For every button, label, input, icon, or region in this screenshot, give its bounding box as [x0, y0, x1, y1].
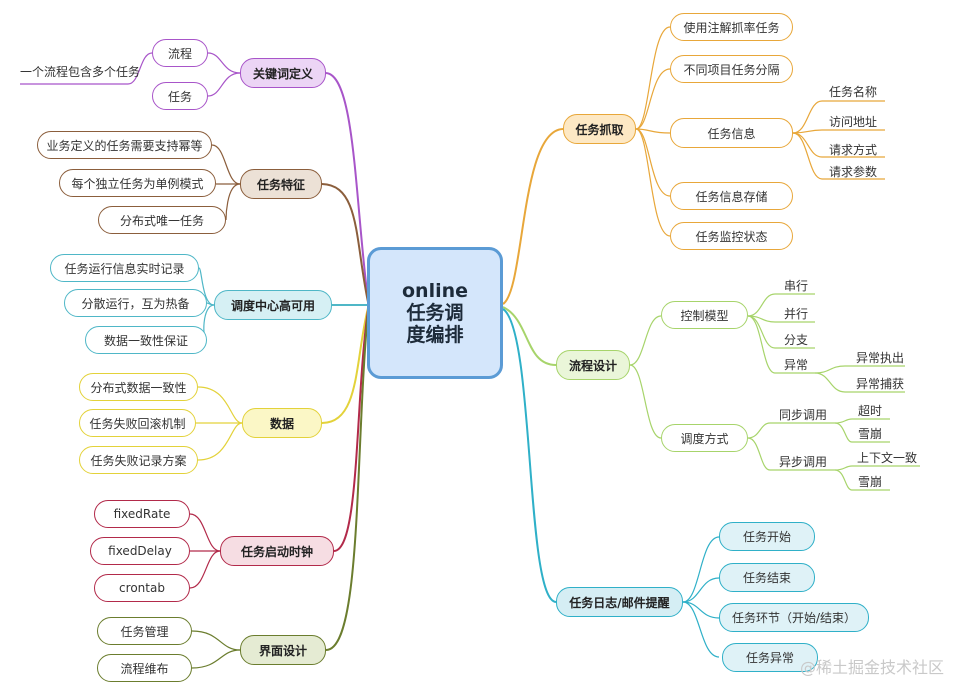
branch-data[interactable]: 数据	[242, 408, 322, 438]
async-avalanche: 雪崩	[857, 474, 882, 489]
clock-crontab-node[interactable]: crontab	[94, 574, 190, 602]
flow-control-model-node[interactable]: 控制模型	[661, 301, 748, 329]
control-branch: 分支	[783, 332, 808, 347]
info-request-method: 请求方式	[828, 142, 877, 157]
control-serial: 串行	[783, 278, 808, 293]
capture-annotation-node[interactable]: 使用注解抓率任务	[670, 13, 793, 41]
ha-hot-standby-node[interactable]: 分散运行，互为热备	[64, 289, 207, 317]
capture-project-separation-node[interactable]: 不同项目任务分隔	[670, 55, 793, 83]
branch-keyword-definition[interactable]: 关键词定义	[240, 58, 326, 88]
connector-clock	[189, 309, 369, 589]
control-parallel: 并行	[783, 306, 808, 321]
feature-idempotent-node[interactable]: 业务定义的任务需要支持幂等	[37, 131, 212, 159]
log-task-stage-node[interactable]: 任务环节（开始/结束）	[719, 603, 869, 632]
keyword-flow-node[interactable]: 流程	[152, 39, 208, 67]
feature-unique-node[interactable]: 分布式唯一任务	[98, 206, 226, 234]
ui-task-management-node[interactable]: 任务管理	[97, 617, 192, 645]
branch-task-features[interactable]: 任务特征	[240, 169, 322, 199]
connector-features	[211, 144, 369, 303]
branch-ui-design[interactable]: 界面设计	[240, 635, 326, 665]
control-exception: 异常	[783, 357, 808, 372]
exception-catch: 异常捕获	[855, 376, 904, 391]
central-topic-line-3: 度编排	[406, 324, 464, 346]
ui-flow-maintenance-node[interactable]: 流程维布	[97, 654, 192, 682]
data-rollback-node[interactable]: 任务失败回滚机制	[79, 409, 196, 437]
branch-log-mail[interactable]: 任务日志/邮件提醒	[556, 587, 683, 617]
clock-fixedrate-node[interactable]: fixedRate	[94, 500, 190, 528]
info-access-address: 访问地址	[828, 114, 877, 129]
log-task-start-node[interactable]: 任务开始	[719, 522, 815, 551]
watermark-text: @稀土掘金技术社区	[799, 658, 944, 677]
ha-consistency-node[interactable]: 数据一致性保证	[85, 326, 207, 354]
central-topic[interactable]: online 任务调 度编排	[367, 247, 503, 379]
ha-realtime-record-node[interactable]: 任务运行信息实时记录	[50, 254, 199, 282]
async-context: 上下文一致	[856, 450, 917, 465]
data-consistency-node[interactable]: 分布式数据一致性	[79, 373, 198, 401]
connector-flow	[502, 293, 920, 491]
log-task-end-node[interactable]: 任务结束	[719, 563, 815, 592]
data-failure-record-node[interactable]: 任务失败记录方案	[79, 446, 198, 474]
branch-scheduler-ha[interactable]: 调度中心高可用	[214, 290, 332, 320]
info-task-name: 任务名称	[828, 84, 877, 99]
capture-info-storage-node[interactable]: 任务信息存储	[670, 182, 793, 210]
feature-singleton-node[interactable]: 每个独立任务为单例模式	[59, 169, 216, 197]
dispatch-async: 异步调用	[778, 454, 827, 469]
keyword-task-node[interactable]: 任务	[152, 82, 208, 110]
connector-ui	[191, 311, 369, 669]
keyword-note-text: 一个流程包含多个任务	[19, 64, 140, 79]
dispatch-sync: 同步调用	[778, 407, 827, 422]
branch-flow-design[interactable]: 流程设计	[556, 350, 630, 380]
connector-capture	[502, 26, 885, 305]
connector-data	[196, 307, 369, 461]
capture-task-info-node[interactable]: 任务信息	[670, 118, 793, 148]
flow-dispatch-mode-node[interactable]: 调度方式	[661, 424, 748, 452]
log-task-exception-node[interactable]: 任务异常	[722, 643, 818, 672]
central-topic-line-1: online	[401, 280, 469, 302]
clock-fixeddelay-node[interactable]: fixedDelay	[90, 537, 190, 565]
branch-task-capture[interactable]: 任务抓取	[563, 114, 636, 144]
exception-throw: 异常执出	[855, 350, 904, 365]
sync-avalanche: 雪崩	[857, 426, 882, 441]
branch-start-clock[interactable]: 任务启动时钟	[220, 536, 334, 566]
info-request-params: 请求参数	[828, 164, 877, 179]
connector-log	[502, 308, 720, 658]
sync-timeout: 超时	[857, 403, 882, 418]
central-topic-line-2: 任务调	[406, 302, 464, 324]
connector-keyword	[20, 52, 369, 301]
capture-monitor-node[interactable]: 任务监控状态	[670, 222, 793, 250]
